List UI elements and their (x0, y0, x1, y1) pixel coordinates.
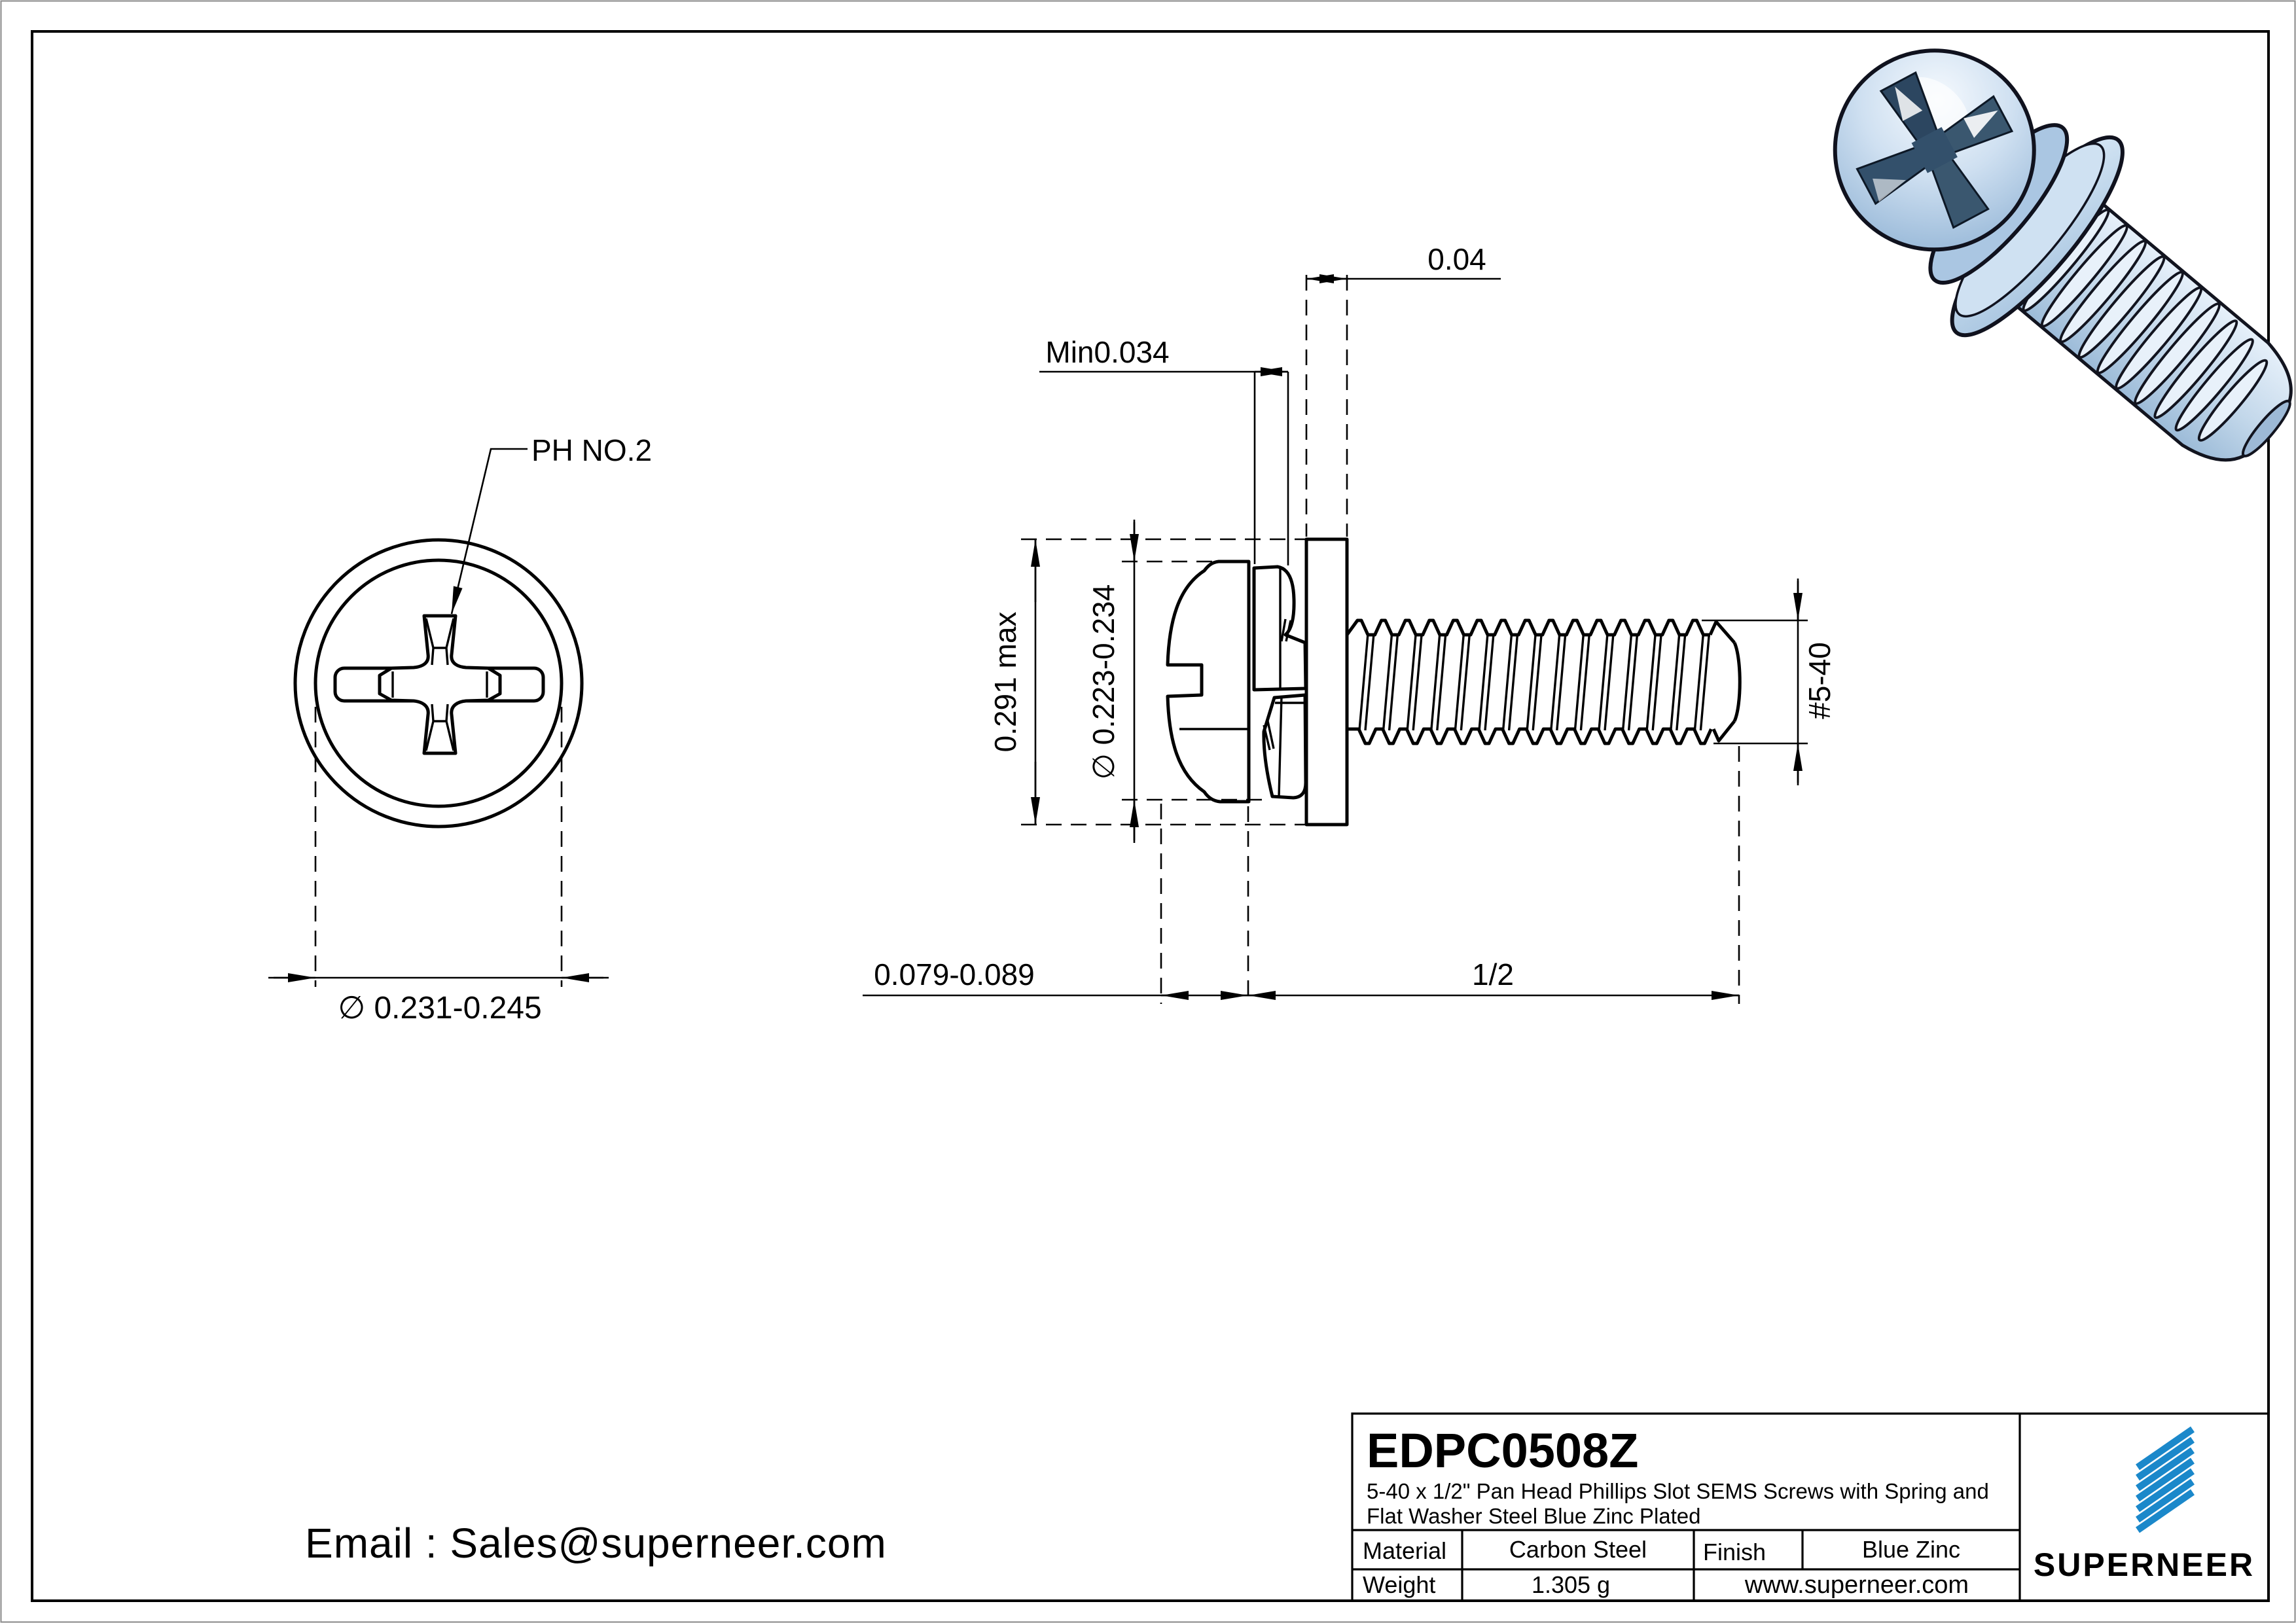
side-view: 0.04 Min0.034 0.291 max ∅ 0.2 (863, 242, 1837, 1004)
finish-label: Finish (1703, 1539, 1766, 1565)
render-thread-ridge (2040, 224, 2128, 328)
svg-text:∅ 0.223-0.234: ∅ 0.223-0.234 (1086, 584, 1121, 779)
dim-thread-spec: #5-40 (1702, 579, 1837, 785)
dim-spring-min: Min0.034 (1039, 335, 1289, 565)
svg-text:0.04: 0.04 (1427, 242, 1486, 276)
render-thread-ridge (2059, 240, 2147, 344)
spring-washer-lower (1262, 693, 1308, 800)
logo-stripe (2136, 1478, 2195, 1523)
material-label: Material (1363, 1537, 1446, 1564)
thread-top-profile (1345, 618, 1710, 637)
logo-stripe (2136, 1489, 2195, 1533)
render-3d (1833, 48, 2293, 462)
phillips-recess-detail-top (425, 618, 455, 666)
weight-value: 1.305 g (1532, 1571, 1610, 1598)
weight-label: Weight (1363, 1571, 1435, 1598)
flat-washer (1304, 537, 1349, 827)
finish-value: Blue Zinc (1862, 1536, 1960, 1563)
logo-stripe (2136, 1447, 2195, 1491)
front-view: PH NO.2 ∅ 0.231-0.245 (268, 433, 652, 1026)
description-line1: 5-40 x 1/2" Pan Head Phillips Slot SEMS … (1367, 1479, 1989, 1503)
render-thread-ridge (2153, 319, 2238, 419)
dim-head-height: 0.079-0.089 (863, 746, 1740, 1004)
material-value: Carbon Steel (1509, 1536, 1647, 1563)
render-thread-ridge (2115, 286, 2203, 390)
description-line2: Flat Washer Steel Blue Zinc Plated (1367, 1504, 1701, 1528)
thread-flanks (1358, 633, 1711, 731)
render-phillips-slot (1856, 71, 2014, 229)
superneer-logo-icon (2136, 1426, 2195, 1533)
svg-text:0.291 max: 0.291 max (988, 612, 1022, 753)
svg-text:Min0.034: Min0.034 (1045, 335, 1169, 369)
dim-head-dia: ∅ 0.223-0.234 (1086, 520, 1267, 843)
render-thread-ridge (2174, 338, 2254, 432)
drive-callout-label: PH NO.2 (531, 433, 652, 467)
dim-thread-length: 1/2 (1248, 957, 1739, 1000)
title-block: EDPC0508Z 5-40 x 1/2" Pan Head Phillips … (1351, 1412, 2269, 1601)
email-contact: Email : Sales@superneer.com (305, 1520, 887, 1567)
phillips-recess-detail-bottom (425, 704, 455, 751)
thread-tip-chamfer (1708, 620, 1736, 743)
phillips-recess (378, 614, 502, 755)
svg-text:1/2: 1/2 (1472, 957, 1514, 991)
render-thread-ridge (2077, 255, 2166, 359)
phillips-recess-detail-sides (391, 671, 488, 698)
logo-stripe (2136, 1426, 2195, 1471)
brand-name: SUPERNEER (2034, 1546, 2255, 1583)
svg-text:#5-40: #5-40 (1803, 642, 1837, 719)
logo-stripe (2136, 1436, 2195, 1481)
render-thread-ridge (2134, 302, 2221, 405)
thread-bottom-profile (1347, 727, 1713, 745)
logo-stripe (2136, 1457, 2195, 1502)
dim-washer-thickness: 0.04 (1305, 242, 1501, 537)
logo-stripe (2136, 1468, 2195, 1512)
render-thread-ridge (2197, 359, 2269, 442)
render-tip (2241, 399, 2291, 457)
drawing-border (31, 30, 2270, 1602)
thread-tip-cap (1732, 641, 1742, 722)
website-link[interactable]: www.superneer.com (1744, 1571, 1969, 1599)
spring-washer-upper-detail (1279, 567, 1292, 689)
render-thread-ridge (2096, 270, 2184, 374)
part-number: EDPC0508Z (1367, 1423, 1638, 1478)
svg-text:0.079-0.089: 0.079-0.089 (874, 957, 1035, 991)
spring-washer-lower-detail (1263, 696, 1305, 798)
callout-leader (450, 448, 528, 615)
dim-washer-od: 0.291 max (988, 538, 1306, 826)
head-dia-dim: ∅ 0.231-0.245 (338, 991, 541, 1026)
pan-head (1166, 560, 1251, 804)
